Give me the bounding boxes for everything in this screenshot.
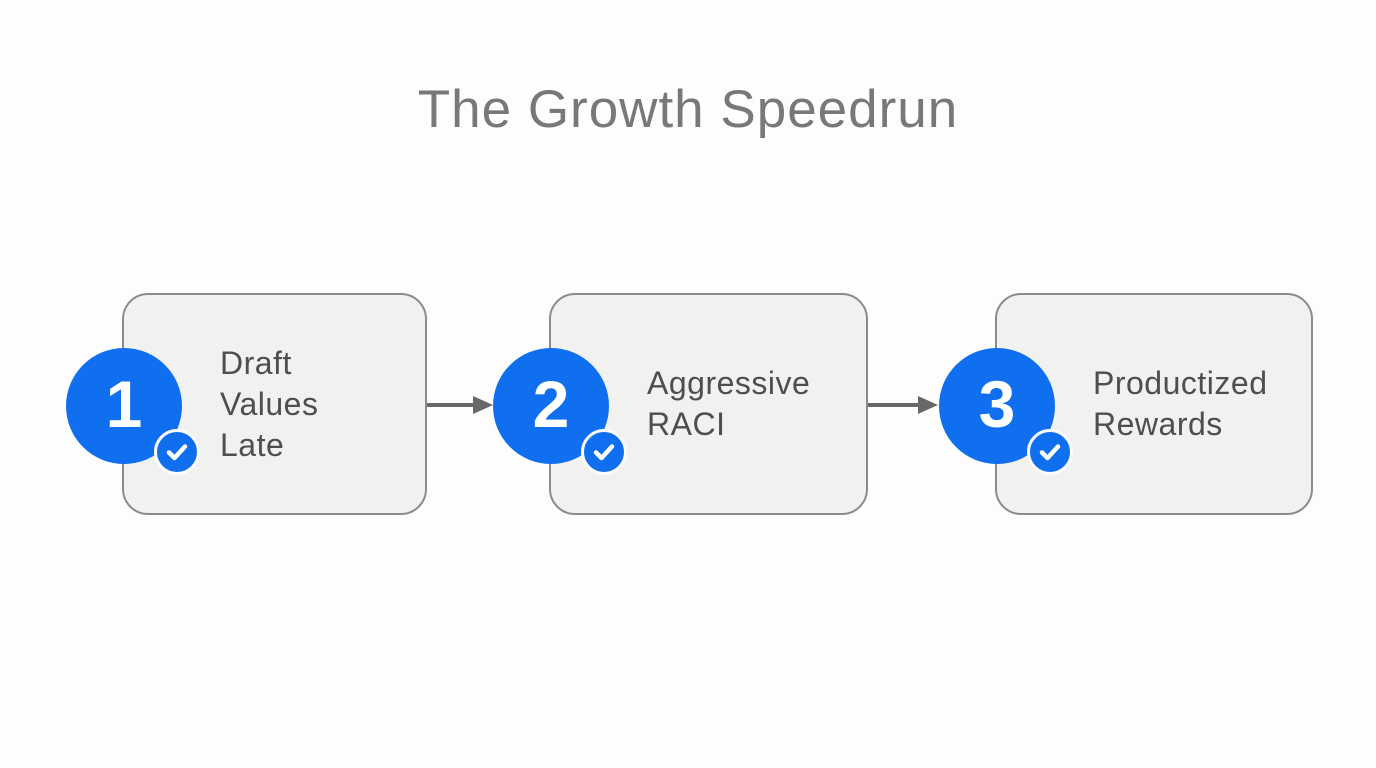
arrow-head [918,396,938,414]
page-title: The Growth Speedrun [417,80,959,139]
arrow-shaft [868,403,920,407]
step-number-circle: 2 [493,348,627,475]
step-label: Draft Values Late [220,344,319,463]
step-label: Productized Rewards [1093,365,1268,442]
step-number-circle: 3 [939,348,1073,475]
check-badge [1027,429,1073,475]
step-card-3: Productized Rewards 3 [939,293,1313,515]
check-badge [581,429,627,475]
step-number-circle: 1 [66,348,200,475]
check-icon [166,444,188,461]
step-number: 2 [532,367,570,441]
arrow-head [473,396,493,414]
step-card-2: Aggressive RACI 2 [493,293,868,515]
step-card-1: Draft Values Late 1 [66,293,427,515]
step-number: 1 [105,367,143,441]
check-icon [593,444,615,461]
check-icon [1039,444,1061,461]
check-badge [154,429,200,475]
step-number: 3 [978,367,1016,441]
step-label: Aggressive RACI [647,365,811,442]
connector-arrow-icon [427,395,493,415]
arrow-shaft [427,403,475,407]
connector-arrow-icon [868,395,938,415]
